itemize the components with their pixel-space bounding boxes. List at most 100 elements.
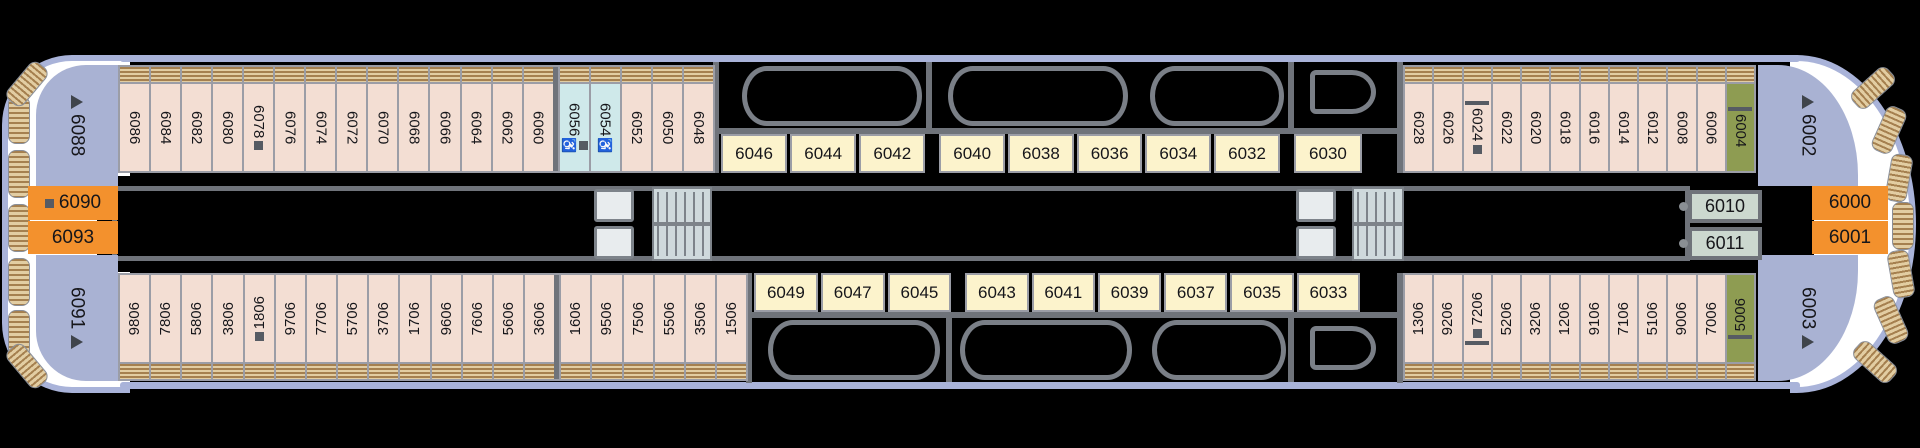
cabin-6014[interactable]: 6014	[1609, 67, 1637, 171]
cabin-6010[interactable]: 6010	[1688, 190, 1762, 223]
cabin-6083[interactable]: 3806	[213, 275, 243, 379]
cabin-6088[interactable]: 6088	[36, 65, 118, 186]
cabin-6042[interactable]: 6042	[859, 134, 926, 173]
cabin-6027[interactable]: 7206	[1463, 275, 1491, 379]
cabin-6040[interactable]: 6040	[939, 134, 1006, 173]
cabin-6019[interactable]: 9106	[1580, 275, 1608, 379]
cabin-6074[interactable]: 6074	[306, 67, 336, 171]
cabin-6016[interactable]: 6016	[1580, 67, 1608, 171]
cabin-6001[interactable]: 6001	[1812, 221, 1888, 254]
cabin-6072[interactable]: 6072	[337, 67, 367, 171]
cabin-6068[interactable]: 6068	[399, 67, 429, 171]
cabin-6047[interactable]: 6047	[820, 273, 885, 312]
cabin-6037[interactable]: 6037	[1164, 273, 1228, 312]
cabin-6012[interactable]: 6012	[1639, 67, 1667, 171]
cabin-6066[interactable]: 6066	[430, 67, 460, 171]
cabin-6005[interactable]: 5006	[1726, 275, 1754, 379]
cabin-6084[interactable]: 6084	[151, 67, 181, 171]
cabin-6086[interactable]: 6086	[120, 67, 150, 171]
cabin-6062[interactable]: 6062	[492, 67, 522, 171]
cabin-content: 5106	[1639, 275, 1666, 362]
cabin-6007[interactable]: 7006	[1697, 275, 1725, 379]
cabin-6080[interactable]: 6080	[213, 67, 243, 171]
cabin-6069[interactable]: 9606	[431, 275, 461, 379]
cabin-6034[interactable]: 6034	[1145, 134, 1212, 173]
cabin-6044[interactable]: 6044	[790, 134, 857, 173]
cabin-6060[interactable]: 6060	[523, 67, 558, 171]
cabin-6021[interactable]: 1206	[1551, 275, 1579, 379]
cabin-6017[interactable]: 7106	[1609, 275, 1637, 379]
cabin-6028[interactable]: 6028	[1405, 67, 1433, 171]
cabin-6004[interactable]: 6004	[1726, 67, 1754, 171]
cabin-6051[interactable]: 1506	[716, 275, 747, 379]
cabin-6064[interactable]: 6064	[461, 67, 491, 171]
cabin-6006[interactable]: 6006	[1697, 67, 1725, 171]
cabin-number: 6091	[66, 287, 88, 330]
balcony-strip	[306, 67, 336, 84]
cabin-6041[interactable]: 6041	[1031, 273, 1095, 312]
cabin-6036[interactable]: 6036	[1076, 134, 1143, 173]
cabin-6079[interactable]: 9706	[275, 275, 305, 379]
cabin-6054[interactable]: 6054♿	[590, 67, 620, 171]
cabin-6082[interactable]: 6082	[182, 67, 212, 171]
cabin-6052[interactable]: 6052	[621, 67, 651, 171]
cabin-6020[interactable]: 6020	[1522, 67, 1550, 171]
cabin-6009[interactable]: 9006	[1668, 275, 1696, 379]
cabin-6081[interactable]: 1806	[244, 275, 274, 379]
cabin-6045[interactable]: 6045	[887, 273, 952, 312]
cabin-6030[interactable]: 6030	[1293, 134, 1362, 173]
cabin-6033[interactable]: 6033	[1296, 273, 1361, 312]
cabin-6065[interactable]: 5606	[493, 275, 524, 379]
balcony-strip	[213, 67, 243, 84]
cabin-6035[interactable]: 6035	[1230, 273, 1294, 312]
cabin-6043[interactable]: 6043	[965, 273, 1029, 312]
cabin-6018[interactable]: 6018	[1551, 67, 1579, 171]
cabin-6071[interactable]: 1706	[400, 275, 430, 379]
cabin-6038[interactable]: 6038	[1008, 134, 1074, 173]
cabin-6090[interactable]: 6090	[28, 186, 118, 220]
cabin-6024[interactable]: 6024	[1463, 67, 1491, 171]
cabin-6075[interactable]: 5706	[338, 275, 368, 379]
cabin-6053[interactable]: 3506	[685, 275, 715, 379]
cabin-6032[interactable]: 6032	[1214, 134, 1280, 173]
cabin-6046[interactable]: 6046	[721, 134, 788, 173]
cabin-6061[interactable]: 1606	[561, 275, 591, 379]
cabin-content: 6014	[1610, 84, 1637, 171]
cabin-6000[interactable]: 6000	[1812, 186, 1888, 220]
cabin-6073[interactable]: 3706	[369, 275, 399, 379]
cabin-6022[interactable]: 6022	[1492, 67, 1520, 171]
cabin-6049[interactable]: 6049	[754, 273, 818, 312]
cabin-6008[interactable]: 6008	[1668, 67, 1696, 171]
cabin-6015[interactable]: 5106	[1639, 275, 1667, 379]
cabin-6026[interactable]: 6026	[1434, 67, 1462, 171]
cabin-number: 5106	[1644, 301, 1662, 336]
cabin-6091[interactable]: 6091	[36, 255, 118, 381]
cabin-6031[interactable]: 1306	[1405, 275, 1433, 379]
cabin-content: 6086	[120, 84, 149, 171]
cabin-content: 9706	[276, 275, 305, 362]
cabin-6023[interactable]: 3206	[1522, 275, 1550, 379]
cabin-6050[interactable]: 6050	[652, 67, 682, 171]
cabin-6078[interactable]: 6078	[244, 67, 274, 171]
cabin-6067[interactable]: 7606	[462, 275, 492, 379]
cabin-6056[interactable]: 6056♿	[559, 67, 589, 171]
cabin-6089[interactable]: 9806	[120, 275, 150, 379]
cabin-6063[interactable]: 3606	[525, 275, 560, 379]
cabin-content: 1706	[400, 275, 429, 362]
cabin-6087[interactable]: 7806	[151, 275, 181, 379]
cabin-6055[interactable]: 5506	[654, 275, 684, 379]
cabin-6011[interactable]: 6011	[1688, 227, 1762, 260]
cabin-6029[interactable]: 9206	[1434, 275, 1462, 379]
cabin-6039[interactable]: 6039	[1097, 273, 1162, 312]
cabin-6025[interactable]: 5206	[1492, 275, 1520, 379]
cabin-6077[interactable]: 7706	[306, 275, 337, 379]
cabin-6076[interactable]: 6076	[275, 67, 305, 171]
cabin-markers: ♿	[561, 138, 588, 154]
cabin-6059[interactable]: 9506	[592, 275, 622, 379]
cabin-6057[interactable]: 7506	[623, 275, 653, 379]
cabin-6093[interactable]: 6093	[28, 221, 118, 254]
cabin-6085[interactable]: 5806	[182, 275, 212, 379]
cabin-6048[interactable]: 6048	[683, 67, 713, 171]
cabin-content: 6028	[1405, 84, 1432, 171]
cabin-6070[interactable]: 6070	[368, 67, 398, 171]
